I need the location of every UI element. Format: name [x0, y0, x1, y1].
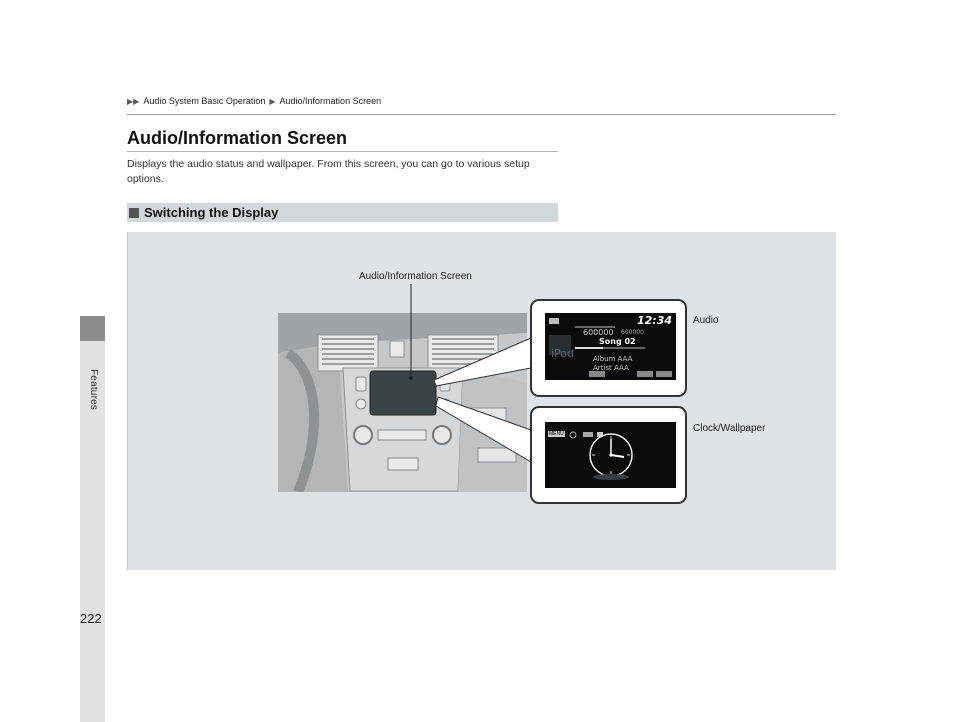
audio-screen-graphics [549, 318, 672, 377]
track-left: 600000 [583, 328, 614, 337]
clock-display-panel: MENU [530, 406, 687, 504]
section-heading: Switching the Display [127, 203, 558, 222]
section-heading-label: Switching the Display [144, 205, 279, 220]
callout-audio-label: Audio [693, 315, 719, 326]
title-divider [127, 151, 558, 152]
source-logo: iPod [551, 347, 575, 360]
intro-text: Displays the audio status and wallpaper.… [127, 158, 530, 185]
callout-clock-label: Clock/Wallpaper [693, 423, 766, 434]
page-title: Audio/Information Screen [127, 128, 348, 148]
analog-clock [569, 431, 633, 480]
breadcrumb-item[interactable]: Audio/Information Screen [279, 96, 382, 106]
callout-screen-label: Audio/Information Screen [359, 271, 472, 282]
breadcrumb-arrow-icon: ▶ [269, 96, 276, 106]
artist-name: Artist AAA [593, 364, 629, 372]
header-divider [127, 114, 836, 115]
section-square-icon [129, 207, 139, 218]
album-name: Album AAA [593, 355, 633, 363]
page-number: 222 [80, 611, 102, 626]
track-right: 600000 [621, 329, 644, 336]
audio-clock: 12:34 [636, 314, 672, 327]
breadcrumb-item[interactable]: Audio System Basic Operation [143, 96, 266, 106]
song-title: Song 02 [599, 337, 636, 346]
audio-display-panel: 12:34 600000 600000 Song 02 iPod Album A… [530, 299, 687, 397]
clock-screen: MENU [545, 422, 676, 488]
audio-screen: 12:34 600000 600000 Song 02 iPod Album A… [545, 313, 676, 380]
section-tab-marker [80, 316, 105, 341]
menu-button[interactable]: MENU [548, 431, 565, 437]
breadcrumb-arrow-icon: ▶▶ [127, 96, 140, 106]
dashboard-illustration [278, 313, 527, 492]
side-strip [80, 316, 105, 722]
dashboard-drawing [278, 313, 527, 492]
breadcrumb: ▶▶ Audio System Basic Operation ▶ Audio/… [127, 96, 381, 106]
